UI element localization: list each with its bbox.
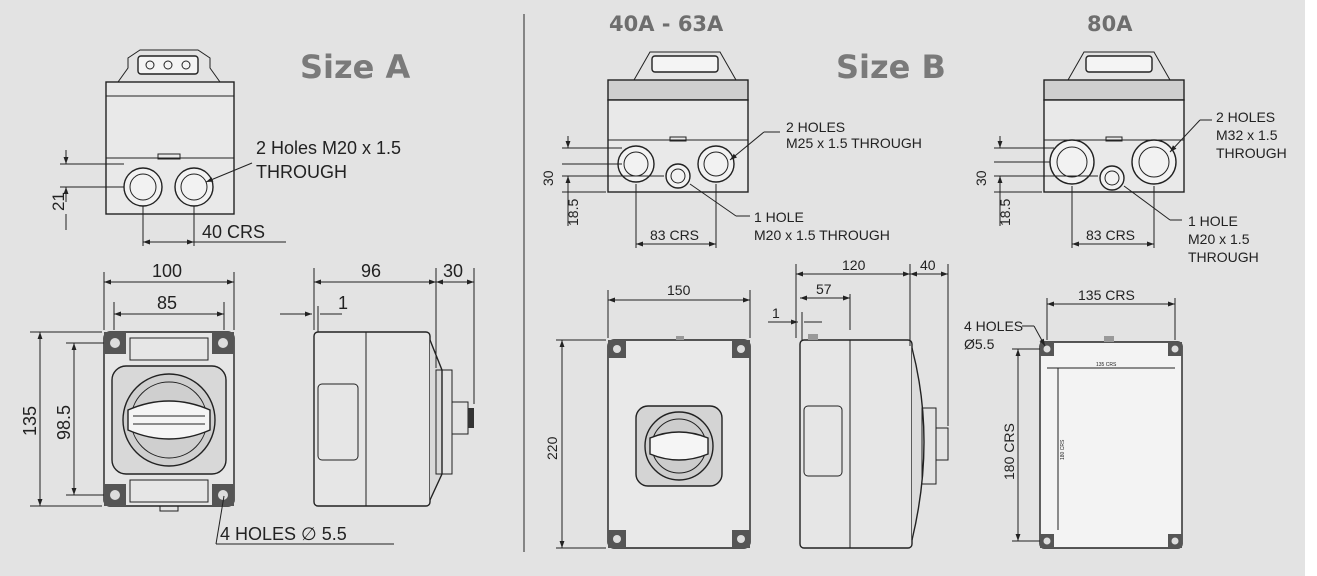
b2-dim-83crs: 83 CRS [1086, 227, 1135, 243]
b1-holes-callout-1: 2 HOLES [786, 119, 845, 135]
a-dim-1: 1 [338, 293, 348, 313]
b-mount-callout-2: Ø5.5 [964, 336, 995, 352]
b-mount-callout-1: 4 HOLES [964, 318, 1023, 334]
b-dim-120: 120 [842, 257, 866, 273]
b-inner-135crs-label: 135 CRS [1096, 362, 1117, 368]
size-a-title: Size A [300, 48, 410, 86]
a-holes-callout-1: 2 Holes M20 x 1.5 [256, 138, 401, 158]
b2-dim-18-5: 18.5 [997, 199, 1013, 226]
b-side-view [799, 334, 949, 549]
b1-holes-callout-2: M25 x 1.5 THROUGH [786, 135, 922, 151]
a-dim-85: 85 [157, 293, 177, 313]
a-dim-96: 96 [361, 261, 381, 281]
size-a-side-view [313, 331, 474, 507]
b2-hole-callout-2: M20 x 1.5 [1188, 231, 1250, 247]
b-80-top-view [1043, 51, 1185, 193]
b-dim-180crs: 180 CRS [1001, 423, 1017, 480]
a-dim-100: 100 [152, 261, 182, 281]
b-dim-220: 220 [544, 436, 560, 460]
b-dim-1: 1 [772, 305, 780, 321]
b1-hole-callout-2: M20 x 1.5 THROUGH [754, 227, 890, 243]
b-rear-view [1039, 336, 1183, 549]
b-front-view [607, 336, 751, 549]
b-dim-57: 57 [816, 281, 832, 297]
b1-dim-18-5: 18.5 [565, 199, 581, 226]
size-a-top-view [105, 49, 235, 215]
b-header-40-63: 40A - 63A [609, 12, 724, 36]
b2-hole-callout-1: 1 HOLE [1188, 213, 1238, 229]
b-header-80: 80A [1087, 12, 1133, 36]
b-dim-150: 150 [667, 282, 691, 298]
a-holes-callout-2: THROUGH [256, 162, 347, 182]
b1-hole-callout-1: 1 HOLE [754, 209, 804, 225]
b-40-63-top-view [607, 51, 749, 193]
b2-holes-callout-1: 2 HOLES [1216, 109, 1275, 125]
size-a-front-view [103, 331, 235, 512]
b1-dim-30: 30 [540, 170, 556, 186]
a-dim-21: 21 [49, 192, 68, 211]
b-dim-135crs: 135 CRS [1078, 287, 1135, 303]
b2-hole-callout-3: THROUGH [1188, 249, 1259, 265]
b2-holes-callout-3: THROUGH [1216, 145, 1287, 161]
a-dim-135: 135 [20, 406, 40, 436]
b-inner-180crs-label: 180 CRS [1060, 439, 1066, 460]
a-dim-40crs: 40 CRS [202, 222, 265, 242]
a-dim-30: 30 [443, 261, 463, 281]
b1-dim-83crs: 83 CRS [650, 227, 699, 243]
a-dim-98-5: 98.5 [54, 405, 74, 440]
b2-holes-callout-2: M32 x 1.5 [1216, 127, 1278, 143]
b2-dim-30: 30 [973, 170, 989, 186]
a-mount-callout: 4 HOLES ∅ 5.5 [220, 524, 347, 544]
b-dim-40: 40 [920, 257, 936, 273]
size-b-title: Size B [836, 48, 946, 86]
